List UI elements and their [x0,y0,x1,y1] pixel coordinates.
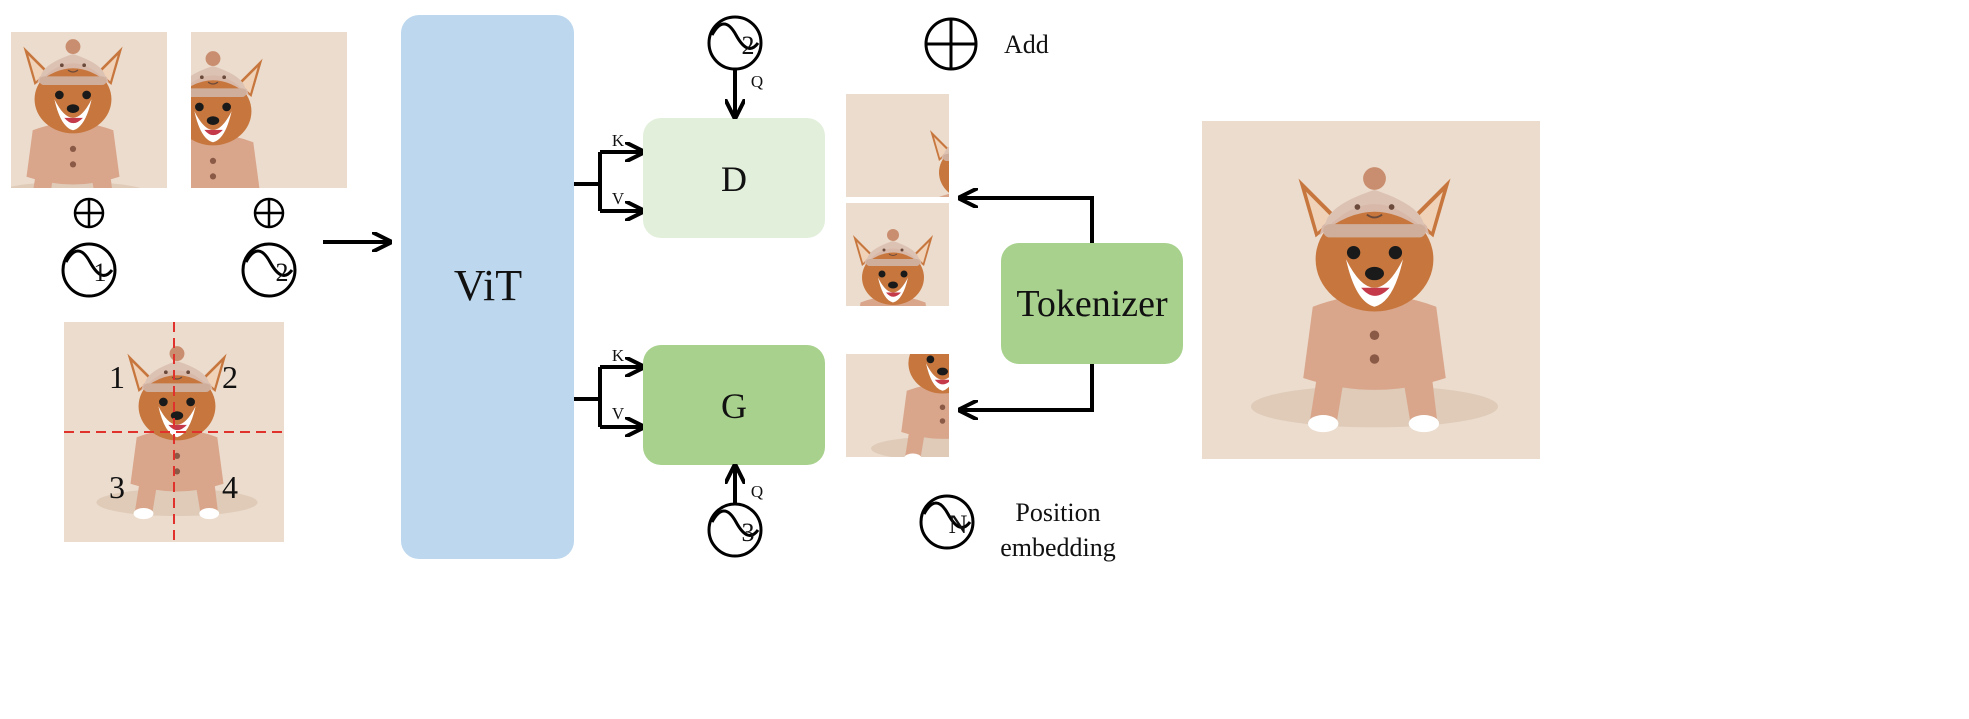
quadrant-label-1: 1 [109,359,125,395]
legend-add-label: Add [1004,30,1049,59]
tokenizer-to-patch-top [962,198,1094,243]
add-icon-crop-2 [253,197,285,229]
position-embedding-label-1: 1 [94,258,107,287]
target-patch-3 [846,354,949,457]
quadrant-label-3: 3 [109,469,125,505]
legend-position-embedding-icon: N [919,494,975,550]
legend-add-icon [924,17,978,71]
quadrant-label-2: 2 [222,359,238,395]
tokenizer-to-patch-bottom [962,364,1094,410]
tokenizer-label: Tokenizer [1016,283,1168,325]
legend-position-label-line1: Position [1015,498,1100,527]
g-key-label: K [612,346,625,365]
quadrant-label-4: 4 [222,469,238,505]
add-icon-crop-1 [73,197,105,229]
d-query-label: Q [751,72,763,91]
crop-left-image [11,32,167,188]
target-patch-2 [846,203,949,306]
position-embedding-label-2: 2 [276,258,289,287]
vit-to-d-connector [574,152,641,211]
g-block [643,345,825,465]
d-key-label: K [612,131,625,150]
position-embedding-icon-d-query: 2 [707,15,763,71]
vit-to-g-connector [574,367,641,427]
d-value-label: V [612,189,625,208]
position-embedding-icon-g-query: 3 [707,502,763,558]
d-query-embedding-label: 2 [742,31,755,60]
g-label: G [721,386,747,426]
target-patch-1 [846,94,949,197]
d-label: D [721,159,747,199]
position-embedding-icon-2: 2 [241,242,297,298]
legend-position-label-line2: embedding [1000,533,1116,562]
legend-position-symbol: N [949,510,968,539]
position-embedding-icon-1: 1 [61,242,117,298]
crop-right-image [191,32,347,188]
vit-block [401,15,574,559]
g-query-embedding-label: 3 [742,518,755,547]
g-value-label: V [612,404,625,423]
vit-label: ViT [454,261,522,310]
target-image [1202,121,1540,459]
g-query-label: Q [751,482,763,501]
tokenizer-block [1001,243,1183,364]
d-block [643,118,825,238]
